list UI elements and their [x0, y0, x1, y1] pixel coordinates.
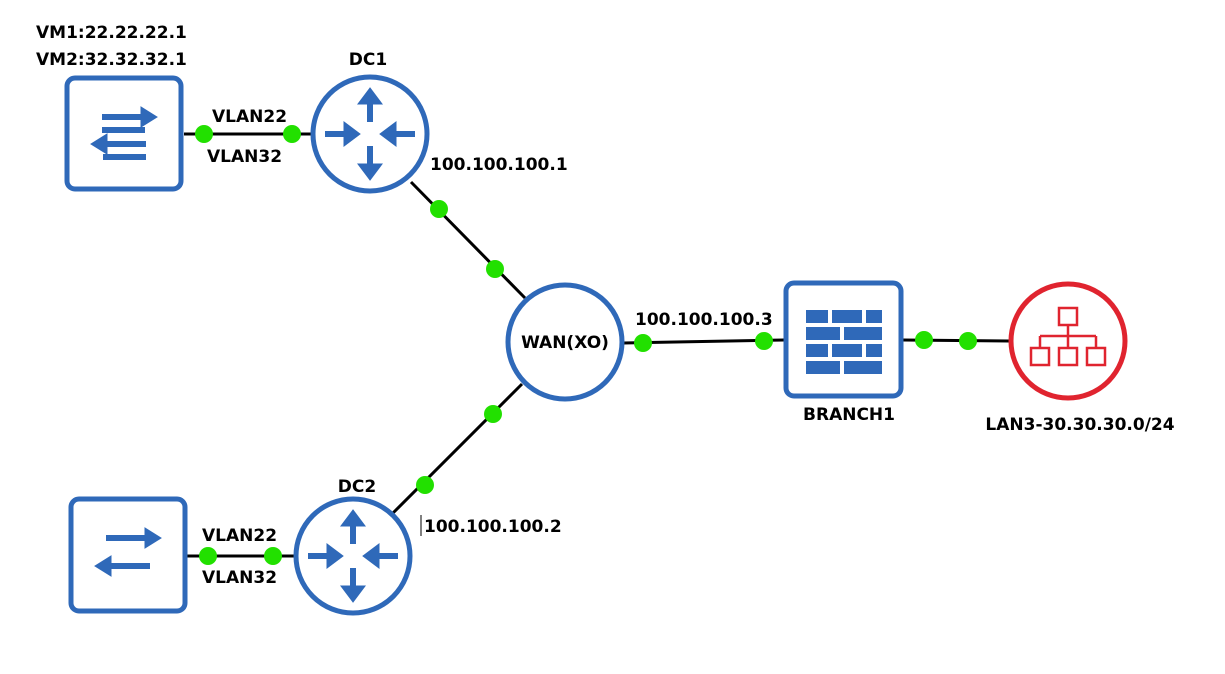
wan-label: WAN(XO) — [521, 333, 609, 353]
link-dc2-wan — [390, 382, 524, 516]
branch1-label: BRANCH1 — [803, 405, 895, 425]
port-dc2-lan[interactable] — [264, 547, 282, 565]
router-dc2[interactable] — [293, 496, 413, 616]
dc2-vlan22-label: VLAN22 — [202, 526, 277, 546]
dc2-ip-label: 100.100.100.2 — [424, 517, 562, 537]
link-dc1-wan — [409, 180, 527, 300]
lan3-node[interactable] — [1008, 281, 1128, 401]
dc2-label: DC2 — [338, 477, 376, 497]
dc2-vlan32-label: VLAN32 — [202, 568, 277, 588]
firewall-branch1[interactable] — [783, 280, 904, 399]
port-wan-branch[interactable] — [634, 334, 652, 352]
dc1-label: DC1 — [349, 50, 387, 70]
switch-2[interactable] — [68, 496, 188, 614]
port-switch1[interactable] — [195, 125, 213, 143]
port-switch2[interactable] — [199, 547, 217, 565]
dc1-ip-label: 100.100.100.1 — [430, 155, 568, 175]
switch-1[interactable] — [64, 75, 184, 192]
router-arrows-icon — [325, 87, 415, 181]
port-dc1-wan[interactable] — [430, 200, 448, 218]
dc1-vlan32-label: VLAN32 — [207, 147, 282, 167]
port-wan-dc2[interactable] — [484, 405, 502, 423]
port-branch-wan[interactable] — [755, 332, 773, 350]
labels: VM1:22.22.22.1 VM2:32.32.32.1 DC1 VLAN22… — [36, 23, 1175, 588]
lan3-label: LAN3-30.30.30.0/24 — [985, 415, 1174, 435]
ports — [195, 125, 977, 565]
port-dc2-wan[interactable] — [416, 476, 434, 494]
dc1-vlan22-label: VLAN22 — [212, 107, 287, 127]
switch-arrows-icon — [94, 527, 162, 577]
vm2-label: VM2:32.32.32.1 — [36, 50, 187, 70]
firewall-brick-icon — [806, 310, 882, 374]
router-dc1[interactable] — [310, 74, 430, 194]
network-hierarchy-icon — [1029, 306, 1107, 367]
port-lan3[interactable] — [959, 332, 977, 350]
router-arrows-icon — [308, 509, 398, 603]
port-branch-lan[interactable] — [915, 331, 933, 349]
port-dc1-lan[interactable] — [283, 125, 301, 143]
wan-node[interactable]: WAN(XO) — [505, 282, 625, 402]
port-wan-dc1[interactable] — [486, 260, 504, 278]
branch-ip-label: 100.100.100.3 — [635, 310, 773, 330]
switch-arrows-icon — [90, 106, 158, 160]
vm1-label: VM1:22.22.22.1 — [36, 23, 187, 43]
